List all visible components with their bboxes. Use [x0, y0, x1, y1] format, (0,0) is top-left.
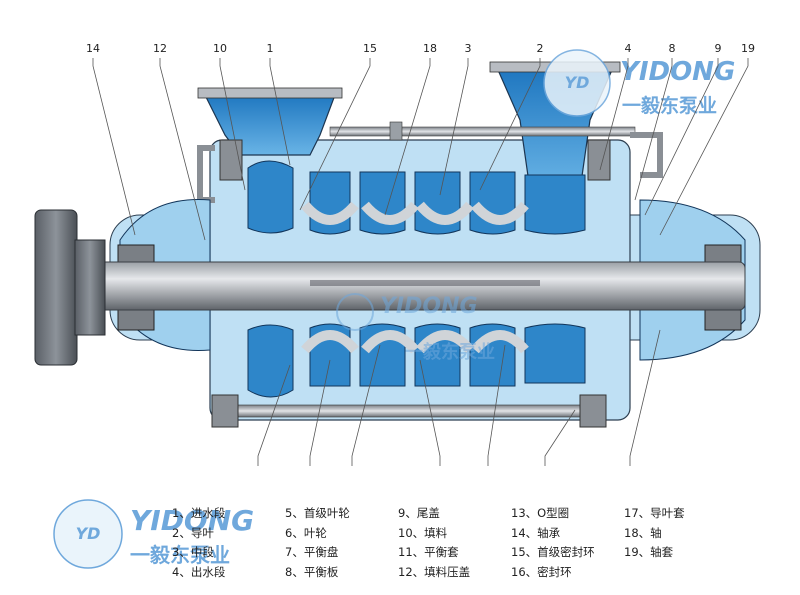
- callout-leader-line: [159, 58, 206, 241]
- callout-number: 17: [433, 468, 447, 470]
- impeller-stages-top: [247, 160, 586, 235]
- callout-leader-line: [351, 344, 381, 466]
- legend-column: 5、首级叶轮 6、叶轮 7、平衡盘 8、平衡板: [285, 504, 350, 582]
- callout-leader-line: [634, 58, 673, 201]
- legend-item: 17、导叶套: [624, 506, 685, 520]
- callout-labels: 14 12 10 1 15 18 3 2 4 8 9 19 5 16 6 17 11 7 13: [86, 42, 755, 470]
- callout-number: 5: [255, 468, 262, 470]
- callout-number: 11: [481, 468, 495, 470]
- callout-number: 6: [349, 468, 356, 470]
- balance-pipe: [197, 121, 663, 203]
- callout-leader-line: [629, 329, 661, 466]
- callout-number: 13: [623, 468, 637, 470]
- legend-column: 9、尾盖 10、填料 11、平衡套 12、填料压盖: [398, 504, 470, 582]
- legend-column: 17、导叶套 18、轴 19、轴套: [624, 504, 685, 563]
- callout-number: 14: [86, 42, 100, 55]
- callout-leader-line: [487, 344, 506, 466]
- svg-text:YIDONG: YIDONG: [620, 57, 735, 87]
- callout-number: 7: [542, 468, 549, 470]
- watermark-logo: YIDONG 一毅东泵业: [336, 293, 495, 363]
- legend-item: 3、中段: [172, 545, 214, 559]
- svg-text:YD: YD: [565, 73, 590, 92]
- callout-leader-line: [257, 364, 291, 466]
- callout-number: 8: [669, 42, 676, 55]
- parts-legend: 1、进水段 2、导叶 3、中段 4、出水段 5、首级叶轮 6、叶轮 7、平衡盘 8、平衡板 9、…: [172, 504, 792, 590]
- impeller-stages-bottom: [247, 323, 586, 398]
- callout-number: 15: [363, 42, 377, 55]
- legend-item: 15、首级密封环: [511, 545, 595, 559]
- callout-leader-line: [644, 58, 719, 216]
- legend-item: 13、O型圈: [511, 506, 570, 520]
- callout-number: 9: [715, 42, 722, 55]
- svg-text:YIDONG: YIDONG: [130, 504, 254, 537]
- svg-text:一毅东泵业: 一毅东泵业: [622, 94, 717, 117]
- callout-leader-line: [479, 58, 541, 191]
- callout-leader-line: [299, 58, 371, 211]
- callout-leader-line: [309, 359, 331, 466]
- legend-item: 14、轴承: [511, 525, 561, 540]
- callout-number: 4: [625, 42, 632, 55]
- legend-item: 5、首级叶轮: [285, 506, 350, 520]
- callout-number: 19: [741, 42, 755, 55]
- callout-leader-line: [269, 58, 291, 166]
- tie-rods: [211, 139, 611, 428]
- callout-number: 3: [465, 42, 472, 55]
- callout-leader-line: [219, 58, 246, 191]
- callout-leader-line: [544, 409, 576, 466]
- callout-leader-line: [439, 58, 469, 196]
- callout-number: 12: [153, 42, 167, 55]
- callout-number: 1: [267, 42, 274, 55]
- legend-item: 8、平衡板: [285, 564, 339, 579]
- legend-item: 18、轴: [624, 525, 662, 540]
- legend-column: 1、进水段 2、导叶 3、中段 4、出水段: [172, 504, 225, 582]
- svg-text:一毅东泵业: 一毅东泵业: [405, 341, 495, 363]
- callout-number: 2: [537, 42, 544, 55]
- legend-item: 4、出水段: [172, 564, 226, 579]
- svg-text:一毅东泵业: 一毅东泵业: [130, 543, 230, 567]
- callout-leader-line: [599, 58, 629, 171]
- callout-number: 10: [213, 42, 227, 55]
- callout-leader-line: [92, 58, 136, 236]
- legend-item: 16、密封环: [511, 564, 572, 579]
- callout-leader-line: [384, 58, 431, 216]
- callout-leader-line: [659, 58, 749, 236]
- legend-column: 13、O型圈 14、轴承 15、首级密封环 16、密封环: [511, 504, 595, 582]
- brand-logo-top: YD YIDONG 一毅东泵业: [543, 49, 735, 117]
- legend-item: 7、平衡盘: [285, 545, 339, 559]
- legend-item: 1、进水段: [172, 506, 226, 520]
- legend-item: 2、导叶: [172, 525, 214, 540]
- legend-item: 10、填料: [398, 525, 448, 540]
- callout-number: 16: [303, 468, 317, 470]
- legend-item: 6、叶轮: [285, 525, 327, 540]
- legend-item: 11、平衡套: [398, 545, 459, 559]
- svg-text:YD: YD: [76, 524, 101, 543]
- legend-item: 9、尾盖: [398, 506, 440, 520]
- svg-text:YIDONG: YIDONG: [380, 294, 478, 319]
- coupling-pulley: [34, 209, 106, 366]
- callout-leader-line: [419, 359, 441, 466]
- legend-item: 12、填料压盖: [398, 564, 471, 579]
- callout-number: 18: [423, 42, 437, 55]
- brand-logo-bottom: YD YIDONG 一毅东泵业: [53, 499, 254, 569]
- legend-item: 19、轴套: [624, 545, 674, 559]
